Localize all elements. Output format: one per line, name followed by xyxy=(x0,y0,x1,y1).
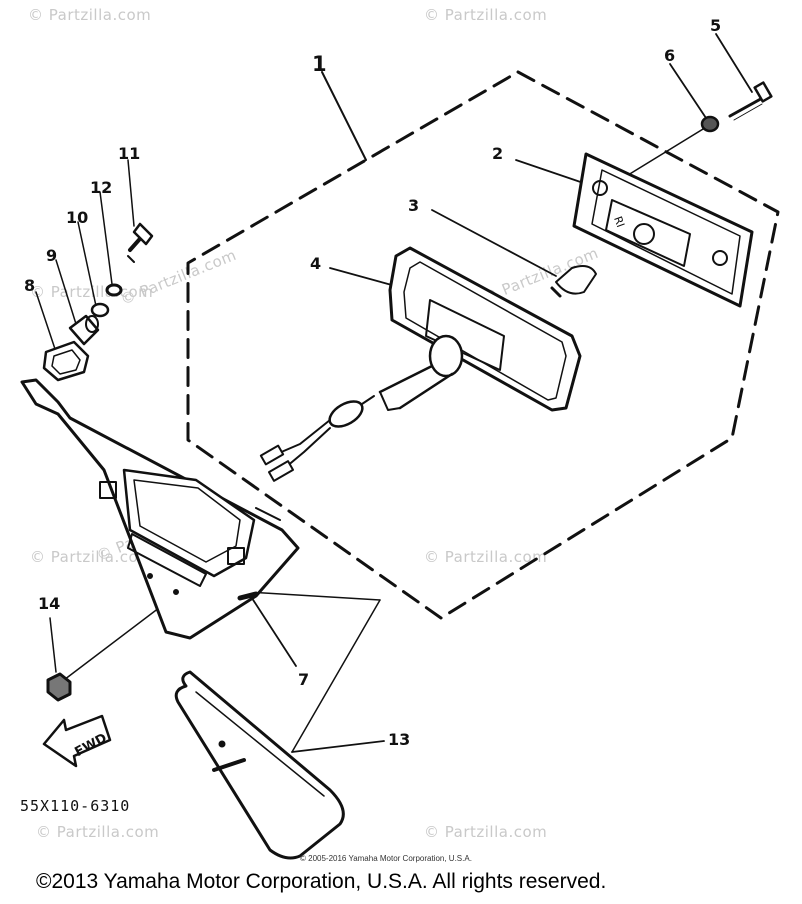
bolt xyxy=(127,222,154,263)
watermark: © Partzilla.com xyxy=(424,6,548,24)
leader-7b xyxy=(247,591,381,601)
leader-9 xyxy=(55,259,77,325)
leader-5 xyxy=(715,33,753,93)
callout-7: 7 xyxy=(298,670,310,689)
leader-8 xyxy=(35,291,57,353)
leader-12 xyxy=(99,191,113,285)
leader-11 xyxy=(127,159,135,227)
collar xyxy=(68,314,100,346)
watermark: © Partzilla.com xyxy=(30,548,154,566)
watermark: © Partzilla.com xyxy=(36,823,160,841)
bracket xyxy=(20,378,300,640)
bulb xyxy=(550,265,597,298)
washer xyxy=(700,115,720,133)
leader-3 xyxy=(431,209,557,277)
plain-washer xyxy=(90,302,110,318)
callout-5: 5 xyxy=(710,16,722,35)
svg-text:RI: RI xyxy=(611,215,627,230)
callout-1: 1 xyxy=(312,52,327,76)
callout-12: 12 xyxy=(90,178,113,197)
reflector xyxy=(174,670,345,860)
watermark: © Partzilla.com xyxy=(424,823,548,841)
screw xyxy=(728,81,773,121)
leader-7a xyxy=(247,591,297,667)
callout-4: 4 xyxy=(310,254,322,273)
callout-14: 14 xyxy=(38,594,61,613)
spring-washer xyxy=(105,283,123,297)
leader-1 xyxy=(321,71,367,161)
lamp-housing xyxy=(259,246,582,482)
nut xyxy=(46,672,72,702)
copyright-notice: ©2013 Yamaha Motor Corporation, U.S.A. A… xyxy=(36,870,607,893)
assembly-boundary xyxy=(186,70,780,620)
lens-cover: RI xyxy=(572,152,754,308)
callout-2: 2 xyxy=(492,144,504,163)
leader-7c xyxy=(291,599,381,753)
watermark: © Partzilla.com xyxy=(30,283,154,301)
callout-3: 3 xyxy=(408,196,420,215)
watermark: © Partzilla.com xyxy=(28,6,152,24)
leader-14b xyxy=(49,617,57,673)
callout-9: 9 xyxy=(46,246,58,265)
callout-13: 13 xyxy=(388,730,411,749)
fwd-arrow xyxy=(42,714,112,768)
leader-13 xyxy=(291,740,385,753)
fine-copyright: © 2005-2016 Yamaha Motor Corporation, U.… xyxy=(300,854,472,863)
leader-6 xyxy=(669,63,707,119)
callout-11: 11 xyxy=(118,144,141,163)
watermark: © Partzilla.com xyxy=(424,548,548,566)
leader-10 xyxy=(77,221,97,307)
callout-6: 6 xyxy=(664,46,676,65)
callout-8: 8 xyxy=(24,276,36,295)
part-code: 55X110-6310 xyxy=(20,797,131,815)
leader-6b xyxy=(619,125,709,181)
grommet xyxy=(42,340,90,382)
callout-10: 10 xyxy=(66,208,89,227)
